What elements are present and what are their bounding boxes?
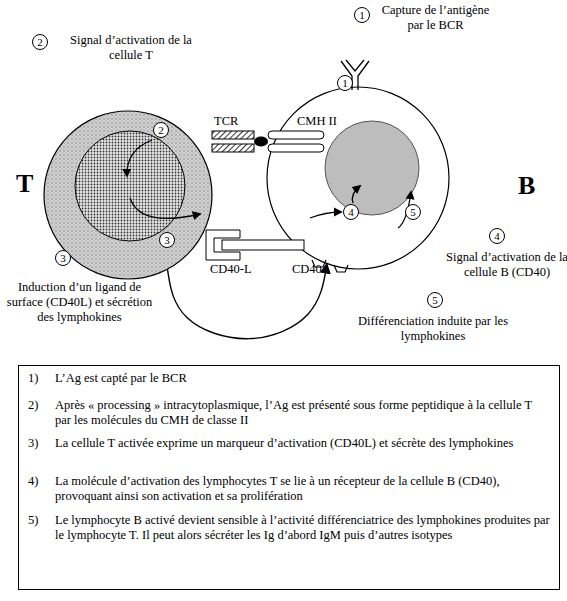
item-text: Le lymphocyte B activé devient sensible … [55, 513, 550, 543]
item-text: Après « processing » intracytoplasmique,… [55, 398, 550, 428]
annotation-text: TCR [214, 114, 254, 129]
annotation-text: CD40-L [210, 262, 260, 277]
item-text: L’Ag est capté par le BCR [55, 371, 550, 386]
legend-box: 1)L’Ag est capté par le BCR2)Après « pro… [18, 365, 560, 590]
annotation-text: Signal d’activation de la cellule B (CD4… [437, 250, 567, 280]
peptide-antigen [254, 137, 268, 147]
callout-number: 4 [489, 228, 505, 244]
shape-outline [266, 86, 450, 270]
callout-number: 3 [159, 232, 175, 248]
cd40l-ligand [206, 230, 240, 260]
item-number: 5) [28, 513, 52, 528]
item-text: La cellule T activée exprime un marqueur… [55, 436, 550, 451]
annotation-text: Différenciation induite par les lymphoki… [348, 314, 518, 344]
item-number: 1) [28, 371, 52, 386]
cell-outline [44, 111, 212, 279]
b-cell: B [266, 86, 450, 270]
connector-arrow [167, 264, 326, 339]
callout-number: 4 [343, 204, 359, 220]
annotation-text: Induction d’un ligand de surface (CD40L)… [2, 280, 157, 325]
box-outline [19, 366, 560, 590]
item-number: 3) [28, 436, 52, 451]
annotation-text: CD40 [292, 262, 332, 277]
item-text: La molécule d’activation des lymphocytes… [55, 474, 550, 504]
annotation-text: Signal d’activation de la cellule T [56, 33, 206, 63]
callout-number: 5 [405, 204, 421, 220]
tcr-receptor [212, 131, 254, 139]
annotation-text: Capture de l’antigène par le BCR [378, 3, 493, 33]
annotation-text: CMH II [297, 114, 347, 129]
cell-outline [267, 87, 449, 269]
tcr-receptor [212, 144, 254, 152]
callout-number: 1 [337, 75, 353, 91]
callout-number: 2 [153, 122, 169, 138]
item-number: 2) [28, 398, 52, 413]
cd40-receptor [222, 240, 304, 250]
callout-number: 5 [427, 292, 443, 308]
callout-number: 3 [55, 250, 71, 266]
callout-number: 1 [354, 7, 370, 23]
item-number: 4) [28, 474, 52, 489]
callout-number: 2 [32, 34, 48, 50]
cell-letter: T [16, 170, 40, 198]
cell-letter: B [518, 172, 542, 200]
